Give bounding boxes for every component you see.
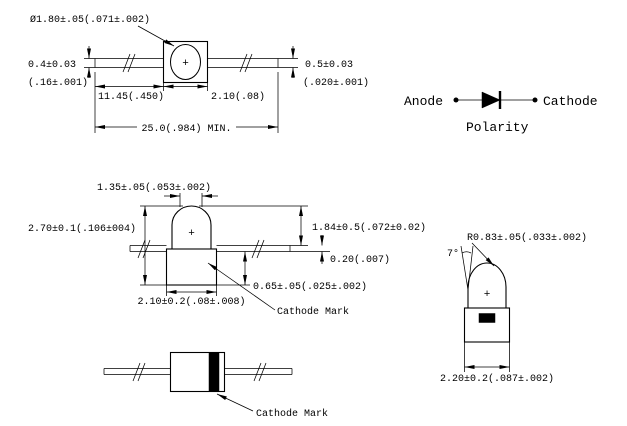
- dim-body-width: 2.20±0.2(.087±.002): [440, 373, 554, 385]
- dim-lens-tip-width: 1.35±.05(.053±.002): [97, 182, 211, 194]
- break-mark: [244, 53, 253, 73]
- angle-reference-line: [467, 245, 474, 291]
- dim-body-length: 2.10(.08): [211, 91, 265, 103]
- cathode-terminal-dot: [532, 97, 538, 103]
- break-mark: [258, 362, 267, 382]
- body-outline: [463, 307, 511, 343]
- dim-lead-thickness-left-mm: 0.4±0.03: [28, 60, 76, 71]
- polarity-diagram: Anode Cathode Polarity: [404, 91, 598, 135]
- leader-line: [216, 393, 254, 412]
- polarity-plus: +: [182, 58, 189, 70]
- dim-lead-thickness: 0.20(.007): [330, 254, 390, 266]
- cathode-stripe: [208, 352, 220, 392]
- dim-diameter: Ø1.80±.05(.071±.002): [30, 14, 150, 26]
- diode-symbol: [481, 91, 501, 109]
- angle-arc: [461, 251, 472, 254]
- end-view: + 7° R0.83±.05(.033±.002) 2.20±0.2(.087±…: [440, 232, 587, 385]
- dim-lead-thickness-right-in: (.020±.001): [303, 77, 369, 89]
- dim-body-width: 2.10±0.2(.08±.008): [137, 296, 245, 308]
- body-outline: [165, 248, 218, 286]
- top-view: + Ø1.80±.05(.071±.002) 0.4±0.03 (.16±.00…: [28, 14, 369, 135]
- polarity-title: Polarity: [466, 120, 529, 135]
- dim-overall-height: 2.70±0.1(.106±004): [28, 223, 136, 235]
- break-mark: [127, 53, 136, 73]
- break-mark: [132, 362, 141, 382]
- break-mark: [122, 53, 131, 73]
- cathode-window: [478, 313, 496, 323]
- anode-terminal-dot: [453, 97, 459, 103]
- lens-outline: [170, 44, 201, 80]
- break-mark: [253, 362, 262, 382]
- break-mark: [137, 362, 146, 382]
- anode-label: Anode: [404, 94, 443, 109]
- bottom-view: Cathode Mark: [103, 351, 328, 420]
- lens-dome-outline: [171, 205, 212, 250]
- angle-reference-line: [460, 245, 469, 291]
- leader-line: [137, 25, 175, 47]
- lens-dome-outline: [467, 262, 507, 309]
- dim-lead-thickness-right-mm: 0.5±0.03: [305, 60, 353, 71]
- dim-base-height: 0.65±.05(.025±.002): [253, 281, 367, 293]
- dim-lens-radius: R0.83±.05(.033±.002): [467, 232, 587, 244]
- polarity-plus: +: [484, 289, 491, 301]
- dim-lead-thickness-left-in: (.16±.001): [28, 77, 88, 89]
- cathode-label: Cathode: [543, 94, 598, 109]
- cathode-mark-label: Cathode Mark: [256, 408, 328, 420]
- dim-lens-height: 1.84±0.5(.072±0.02): [312, 222, 426, 234]
- side-view: + 1.35±.05(.053±.002) 2.70±0.1(.106±004)…: [28, 182, 426, 318]
- polarity-plus: +: [188, 228, 195, 240]
- break-mark: [239, 53, 248, 73]
- leader-line: [471, 242, 495, 267]
- cathode-mark-label: Cathode Mark: [277, 306, 349, 318]
- leader-line: [207, 262, 276, 311]
- dim-lead-length: 11.45(.450): [98, 91, 164, 103]
- break-mark: [256, 239, 265, 259]
- dim-draft-angle: 7°: [447, 248, 459, 260]
- dim-overall-length: 25.0(.984) MIN.: [141, 123, 231, 135]
- break-mark: [251, 239, 260, 259]
